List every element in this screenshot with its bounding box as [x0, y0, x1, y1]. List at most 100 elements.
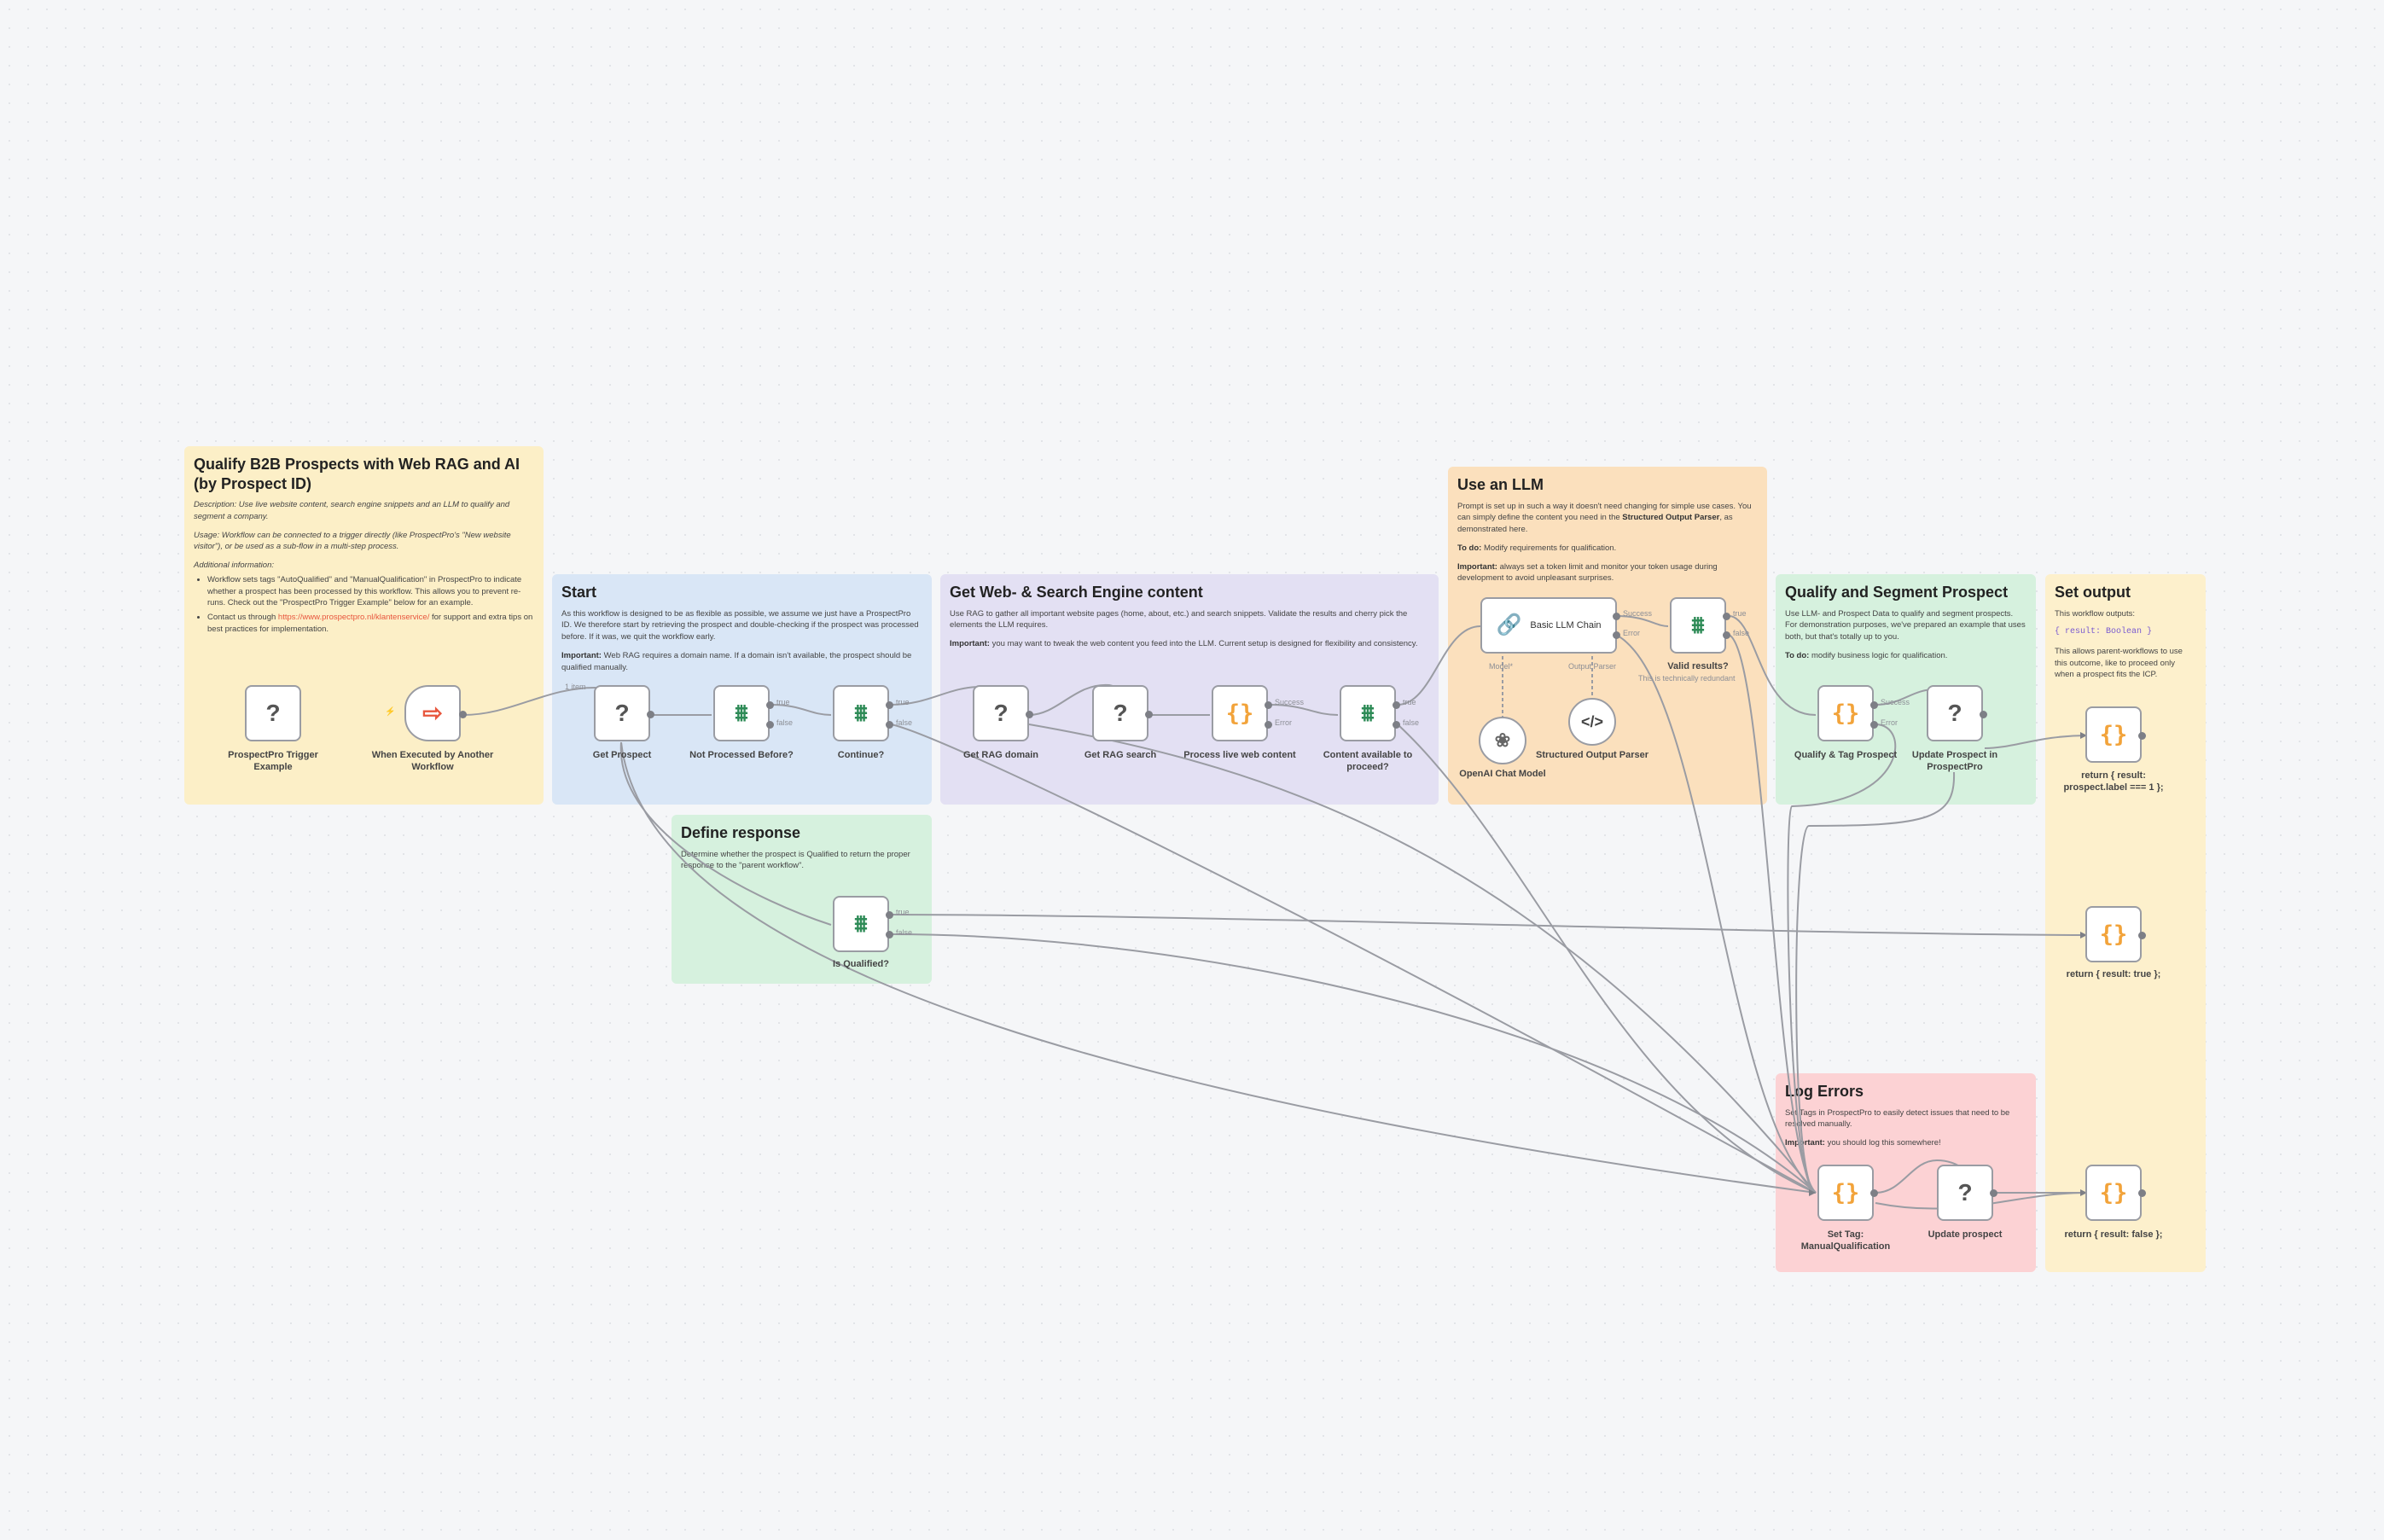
node-get-prospect[interactable]: ?	[594, 685, 650, 741]
false-label: false	[896, 928, 913, 937]
wire-llm-error	[1615, 634, 1817, 1194]
intro-bullet-2: Contact us through https://www.prospectp…	[207, 612, 534, 636]
node-executed-by-workflow[interactable]: ⇨	[404, 685, 461, 741]
port-continue-false[interactable]	[886, 721, 893, 729]
node-trigger-example[interactable]: ?	[245, 685, 301, 741]
web-important: Important: you may want to tweak the web…	[950, 639, 1418, 649]
start-important: Important: Web RAG requires a domain nam…	[561, 650, 912, 672]
label-content-available: Content available to proceed?	[1323, 750, 1413, 773]
port-qualify-error[interactable]	[1870, 721, 1878, 729]
success-label: Success	[1881, 698, 1910, 706]
node-return-false[interactable]: {}	[2085, 1165, 2142, 1221]
error-label: Error	[1881, 718, 1898, 727]
basic-llm-chain-title: Basic LLM Chain	[1530, 620, 1602, 631]
port-return-label-out[interactable]	[2138, 732, 2146, 740]
node-content-available[interactable]: ⩩	[1340, 685, 1396, 741]
intro-additional: Additional information:	[194, 561, 274, 571]
node-basic-llm-chain[interactable]: 🔗Basic LLM Chain	[1480, 597, 1617, 654]
node-openai-chat-model[interactable]: ❀	[1479, 717, 1526, 764]
error-label: Error	[1275, 718, 1292, 727]
label-return-label: return { result: prospect.label === 1 };	[2063, 770, 2164, 793]
port-process-error[interactable]	[1265, 721, 1272, 729]
port-update-prospect-out[interactable]	[1990, 1189, 1997, 1197]
port-not-processed-true[interactable]	[766, 701, 774, 709]
support-link[interactable]: https://www.prospectpro.nl/klantenservic…	[277, 613, 430, 623]
arrow-head-4	[1809, 1189, 1816, 1196]
port-valid-true[interactable]	[1723, 613, 1730, 620]
node-continue[interactable]: ⩩	[833, 685, 889, 741]
node-not-processed[interactable]: ⩩	[713, 685, 770, 741]
port-llm-success[interactable]	[1613, 613, 1620, 620]
node-valid-results[interactable]: ⩩	[1670, 597, 1726, 654]
wire-rag-error	[1028, 724, 1817, 1194]
items-label: 1 item	[565, 683, 586, 691]
node-update-prospect[interactable]: ?	[1937, 1165, 1993, 1221]
label-continue: Continue?	[837, 750, 885, 760]
output-body2: This allows parent-workflows to use this…	[2055, 646, 2183, 680]
if-signpost-icon: ⩩	[854, 910, 868, 937]
intro-description: Description: Use live website content, s…	[194, 500, 510, 521]
label-set-tag-manual: Set Tag: ManualQualification	[1800, 1229, 1891, 1252]
start-body: As this workflow is designed to be as fl…	[561, 608, 919, 642]
label-return-true: return { result: true };	[2066, 969, 2161, 979]
port-rag-search-out[interactable]	[1145, 711, 1153, 718]
llm-important: Important: always set a token limit and …	[1457, 561, 1718, 584]
true-label: true	[896, 908, 910, 916]
intro-bullets: Workflow sets tags "AutoQualified" and "…	[194, 574, 534, 636]
port-get-prospect-out[interactable]	[647, 711, 654, 718]
code-braces-icon: {}	[1831, 1179, 1860, 1206]
label-qualify-tag-prospect: Qualify & Tag Prospect	[1794, 750, 1898, 760]
output-body: This workflow outputs:	[2055, 608, 2135, 619]
node-is-qualified[interactable]: ⩩	[833, 896, 889, 952]
port-not-processed-false[interactable]	[766, 721, 774, 729]
port-content-false[interactable]	[1393, 721, 1400, 729]
node-qualify-tag-prospect[interactable]: {}	[1817, 685, 1874, 741]
port-process-success[interactable]	[1265, 701, 1272, 709]
errors-body: Set Tags in ProspectPro to easily detect…	[1785, 1107, 2010, 1130]
code-braces-icon: {}	[2099, 721, 2128, 748]
port-continue-true[interactable]	[886, 701, 893, 709]
wire-isqualified-true	[890, 914, 2088, 936]
node-get-rag-search[interactable]: ?	[1092, 685, 1148, 741]
start-title: Start	[561, 584, 597, 601]
node-set-tag-manual[interactable]: {}	[1817, 1165, 1874, 1221]
label-get-prospect: Get Prospect	[592, 750, 652, 760]
intro-title: Qualify B2B Prospects with Web RAG and A…	[194, 456, 520, 492]
true-label: true	[1403, 698, 1416, 706]
label-is-qualified: Is Qualified?	[832, 959, 889, 969]
port-executed-out[interactable]	[459, 711, 467, 718]
node-update-prospect-pp[interactable]: ?	[1927, 685, 1983, 741]
port-set-tag-out[interactable]	[1870, 1189, 1878, 1197]
port-return-false-out[interactable]	[2138, 1189, 2146, 1197]
output-code: { result: Boolean }	[2055, 627, 2153, 637]
port-is-qualified-false[interactable]	[886, 931, 893, 939]
port-rag-domain-out[interactable]	[1026, 711, 1033, 718]
node-return-true[interactable]: {}	[2085, 906, 2142, 962]
port-content-true[interactable]	[1393, 701, 1400, 709]
wire-isqualified-false	[890, 933, 1817, 1194]
port-qualify-success[interactable]	[1870, 701, 1878, 709]
port-is-qualified-true[interactable]	[886, 911, 893, 919]
label-get-rag-domain: Get RAG domain	[962, 750, 1038, 760]
wire-qualify-loop	[1787, 724, 1897, 1194]
label-parser-port: Output Parser	[1568, 662, 1617, 671]
false-label: false	[896, 718, 913, 727]
label-trigger-example: ProspectPro Trigger Example	[228, 750, 318, 773]
node-structured-output-parser[interactable]: </>	[1568, 698, 1616, 746]
intro-note[interactable]: Qualify B2B Prospects with Web RAG and A…	[184, 446, 544, 805]
code-tag-icon: </>	[1580, 713, 1604, 730]
node-process-web-content[interactable]: {}	[1212, 685, 1268, 741]
false-label: false	[776, 718, 794, 727]
wire-getprospect-error	[620, 741, 1817, 1194]
wire-notprocessed-continue	[770, 704, 832, 716]
port-valid-false[interactable]	[1723, 631, 1730, 639]
port-llm-error[interactable]	[1613, 631, 1620, 639]
port-return-true-out[interactable]	[2138, 932, 2146, 939]
wire-update-return	[1984, 735, 2088, 749]
label-model-port: Model*	[1489, 662, 1514, 671]
node-return-label[interactable]: {}	[2085, 706, 2142, 763]
code-braces-icon: {}	[1831, 700, 1860, 727]
node-get-rag-domain[interactable]: ?	[973, 685, 1029, 741]
port-update-pp-out[interactable]	[1980, 711, 1987, 718]
